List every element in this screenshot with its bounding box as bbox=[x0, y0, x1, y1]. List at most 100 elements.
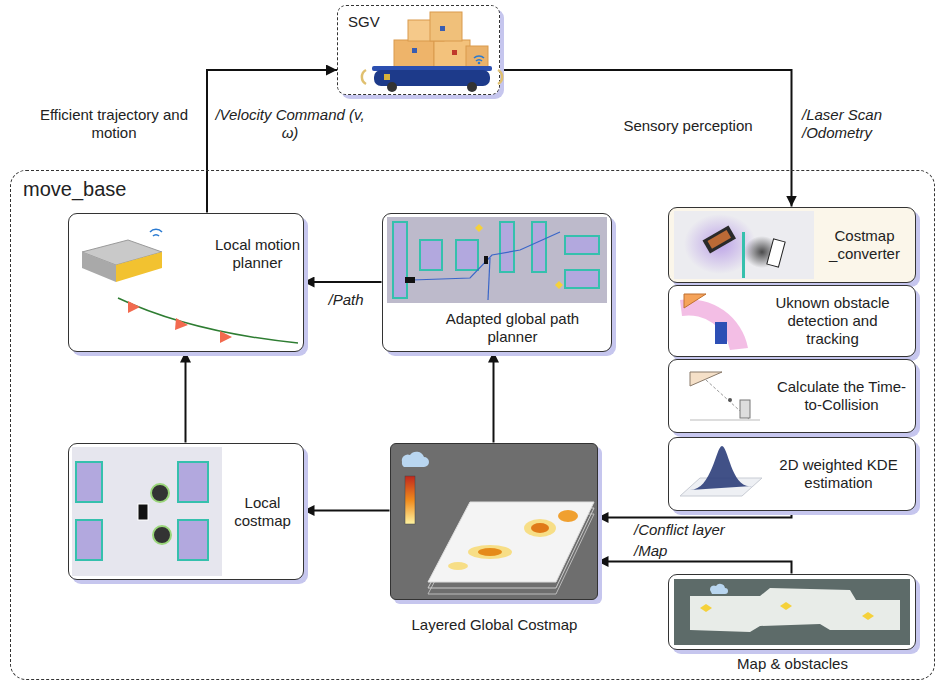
costmap-illustration bbox=[707, 230, 731, 249]
map-illustration bbox=[500, 222, 514, 272]
map-illustration bbox=[555, 281, 563, 289]
vehicle-illustration bbox=[387, 82, 397, 92]
costmap-illustration bbox=[76, 520, 102, 560]
layered-costmap-illustration bbox=[531, 523, 549, 533]
layered-costmap-illustration bbox=[405, 476, 415, 524]
costmap-illustration bbox=[742, 232, 745, 278]
box-label: Calculate the Time-to-Collision bbox=[771, 378, 913, 414]
edge-label: /Path bbox=[318, 291, 374, 309]
map-illustration bbox=[565, 236, 599, 254]
geometry-illustration bbox=[740, 400, 750, 418]
costmap-illustration bbox=[178, 520, 208, 560]
map-illustration bbox=[484, 256, 488, 264]
costmap-illustration bbox=[767, 239, 785, 267]
map-illustration bbox=[710, 584, 728, 594]
vehicle-illustration bbox=[474, 56, 484, 61]
map-illustration bbox=[488, 258, 490, 300]
data-store-box: Map & obstacles bbox=[668, 574, 916, 650]
layered-costmap-illustration bbox=[558, 510, 578, 522]
map-illustration bbox=[690, 588, 900, 632]
robot-illustration bbox=[82, 240, 162, 265]
connector-arrow bbox=[493, 352, 495, 443]
vehicle-illustration bbox=[408, 20, 444, 41]
layered-costmap-illustration bbox=[524, 519, 556, 537]
costmap-illustration bbox=[703, 225, 736, 253]
box-label: Local motion planner bbox=[215, 236, 301, 272]
box-label: Uknown obstacle detection and tracking bbox=[763, 294, 903, 348]
costmap-illustration bbox=[744, 236, 780, 268]
process-box: Uknown obstacle detection and tracking bbox=[668, 285, 916, 357]
costmap-illustration bbox=[76, 462, 102, 502]
process-box: Calculate the Time-to-Collision bbox=[668, 359, 916, 433]
robot-illustration bbox=[116, 252, 162, 282]
map-illustration bbox=[405, 277, 415, 283]
process-box: Adapted global path planner bbox=[382, 213, 612, 352]
box-label: 2D weighted KDE estimation bbox=[767, 456, 911, 492]
robot-illustration bbox=[128, 301, 140, 313]
map-illustration bbox=[420, 240, 442, 270]
costmap-illustration bbox=[674, 211, 814, 279]
connector-arrow bbox=[791, 433, 793, 437]
costmap-illustration bbox=[151, 484, 169, 502]
robot-illustration bbox=[220, 331, 232, 343]
connector-arrow bbox=[207, 70, 337, 213]
geometry-illustration bbox=[690, 372, 760, 420]
vehicle-box: SGV bbox=[337, 5, 500, 95]
vehicle-illustration bbox=[440, 26, 445, 31]
vehicle-illustration bbox=[374, 70, 490, 86]
layered-costmap-illustration bbox=[428, 514, 594, 594]
geometry-illustration bbox=[728, 398, 732, 402]
detection-illustration bbox=[680, 294, 748, 350]
map-illustration bbox=[387, 217, 607, 303]
edge-label: /Velocity Command (v, ω) bbox=[214, 106, 366, 142]
costmap-illustration bbox=[684, 214, 756, 274]
geometry-illustration bbox=[690, 372, 722, 386]
robot-illustration bbox=[118, 298, 298, 343]
box-label: Adapted global path planner bbox=[423, 310, 603, 346]
box-label: Local costmap bbox=[227, 494, 299, 530]
region-title: move_base bbox=[23, 177, 183, 201]
geometry-illustration bbox=[706, 380, 750, 420]
robot-illustration bbox=[175, 318, 188, 330]
layered-costmap-illustration bbox=[428, 502, 594, 582]
map-illustration bbox=[387, 217, 607, 303]
costmap-illustration bbox=[674, 211, 814, 279]
vehicle-illustration bbox=[478, 62, 481, 65]
map-illustration bbox=[412, 232, 560, 280]
vehicle-illustration bbox=[466, 46, 488, 67]
connector-arrow bbox=[598, 562, 792, 574]
process-box: Costmap _converter bbox=[668, 207, 916, 283]
vehicle-illustration bbox=[362, 70, 366, 84]
vehicle-illustration bbox=[467, 82, 477, 92]
detection-illustration bbox=[715, 322, 727, 344]
layered-costmap-illustration bbox=[402, 452, 429, 467]
map-illustration bbox=[700, 602, 874, 620]
box-caption: Layered Global Costmap bbox=[371, 616, 619, 634]
vehicle-illustration bbox=[394, 40, 434, 67]
vehicle-illustration bbox=[434, 40, 470, 67]
vehicle-illustration bbox=[372, 66, 492, 71]
vehicle-illustration bbox=[498, 70, 502, 84]
box-title: SGV bbox=[348, 13, 398, 31]
costmap-illustration bbox=[72, 447, 222, 576]
costmap-illustration bbox=[178, 462, 208, 502]
connector-arrow bbox=[500, 70, 792, 207]
box-label: Costmap _converter bbox=[819, 227, 911, 263]
costmap-illustration bbox=[72, 447, 222, 576]
process-box: 2D weighted KDE estimation bbox=[668, 437, 916, 511]
map-illustration bbox=[456, 240, 478, 270]
annotation-text: Efficient trajectory and motion bbox=[30, 106, 198, 142]
robot-illustration bbox=[150, 229, 162, 236]
map-illustration bbox=[475, 224, 483, 232]
map-illustration bbox=[532, 222, 546, 272]
map-illustration bbox=[674, 579, 910, 645]
geometry-illustration bbox=[690, 420, 760, 421]
edge-label: /Laser Scan /Odometry bbox=[802, 106, 898, 142]
robot-illustration bbox=[82, 229, 298, 343]
map-illustration bbox=[565, 270, 599, 288]
data-store-box: Layered Global Costmap bbox=[390, 443, 598, 600]
robot-illustration bbox=[82, 252, 116, 282]
box-caption: Map & obstacles bbox=[669, 655, 917, 673]
kde-illustration bbox=[680, 446, 762, 496]
vehicle-illustration bbox=[384, 74, 390, 80]
